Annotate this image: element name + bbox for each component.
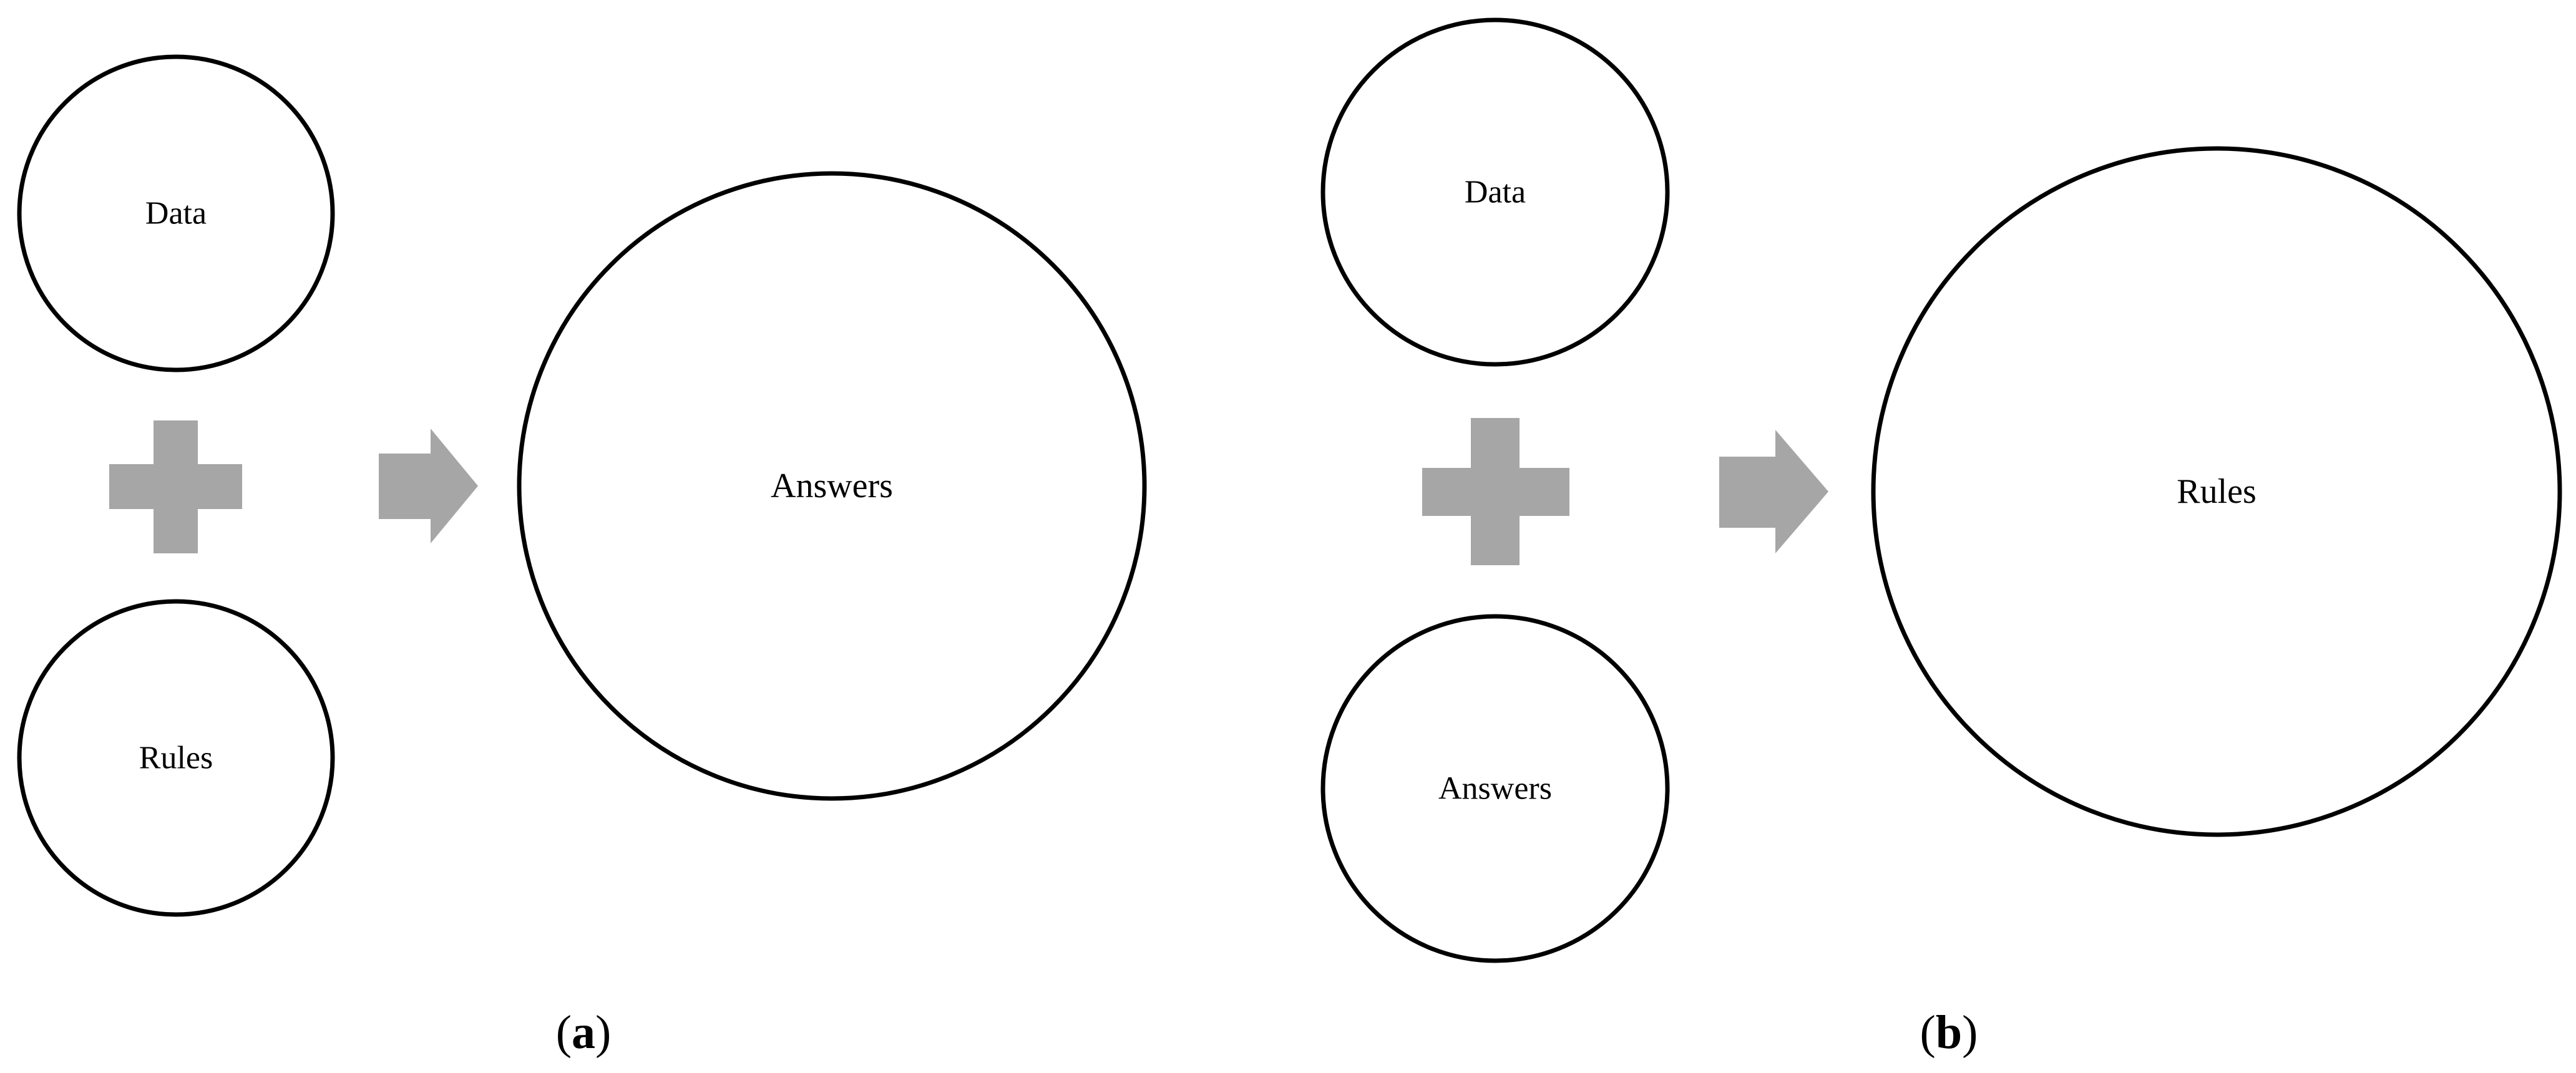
panel-a-input-top: Data [17,54,335,372]
panel-b-plus-icon [1422,418,1569,565]
panel-b-arrow-right-icon [1719,430,1828,553]
panel-a-input-top-label: Data [145,196,207,231]
panel-b-caption: (b) [1920,1006,1978,1059]
panel-a-caption-letter: a [572,1006,595,1059]
panel-b-output: Rules [1871,146,2562,837]
panel-a-output-circle [517,171,1147,801]
panel-a-caption-open: ( [556,1006,572,1059]
panel-b-output-circle [1871,146,2562,837]
panel-a-output-label: Answers [771,467,893,505]
panel-a-input-bottom: Rules [17,599,335,917]
panel-a-input-top-circle [17,54,335,372]
panel-b-input-top-label: Data [1465,175,1526,210]
panel-a-output: Answers [517,171,1147,801]
panel-b-caption-close: ) [1962,1006,1978,1059]
panel-a-input-bottom-label: Rules [139,740,213,776]
panel-b-input-top-circle [1320,17,1670,367]
panel-b-output-label: Rules [2177,472,2256,511]
panel-b-caption-letter: b [1936,1006,1962,1059]
panel-b-input-bottom-circle [1320,614,1670,963]
panel-b: Data Answers Rules (b) [1320,17,2562,1059]
panel-b-caption-open: ( [1920,1006,1936,1059]
panel-a-caption-close: ) [595,1006,611,1059]
panel-b-input-bottom: Answers [1320,614,1670,963]
panel-a-arrow-right-icon [379,429,478,543]
panel-b-input-bottom-label: Answers [1438,771,1552,807]
panel-a-input-bottom-circle [17,599,335,917]
panel-b-input-top: Data [1320,17,1670,367]
panel-a-plus-icon [109,420,242,553]
panel-a-caption: (a) [556,1006,612,1059]
panel-a: Data Rules Answers (a) [17,54,1147,1059]
